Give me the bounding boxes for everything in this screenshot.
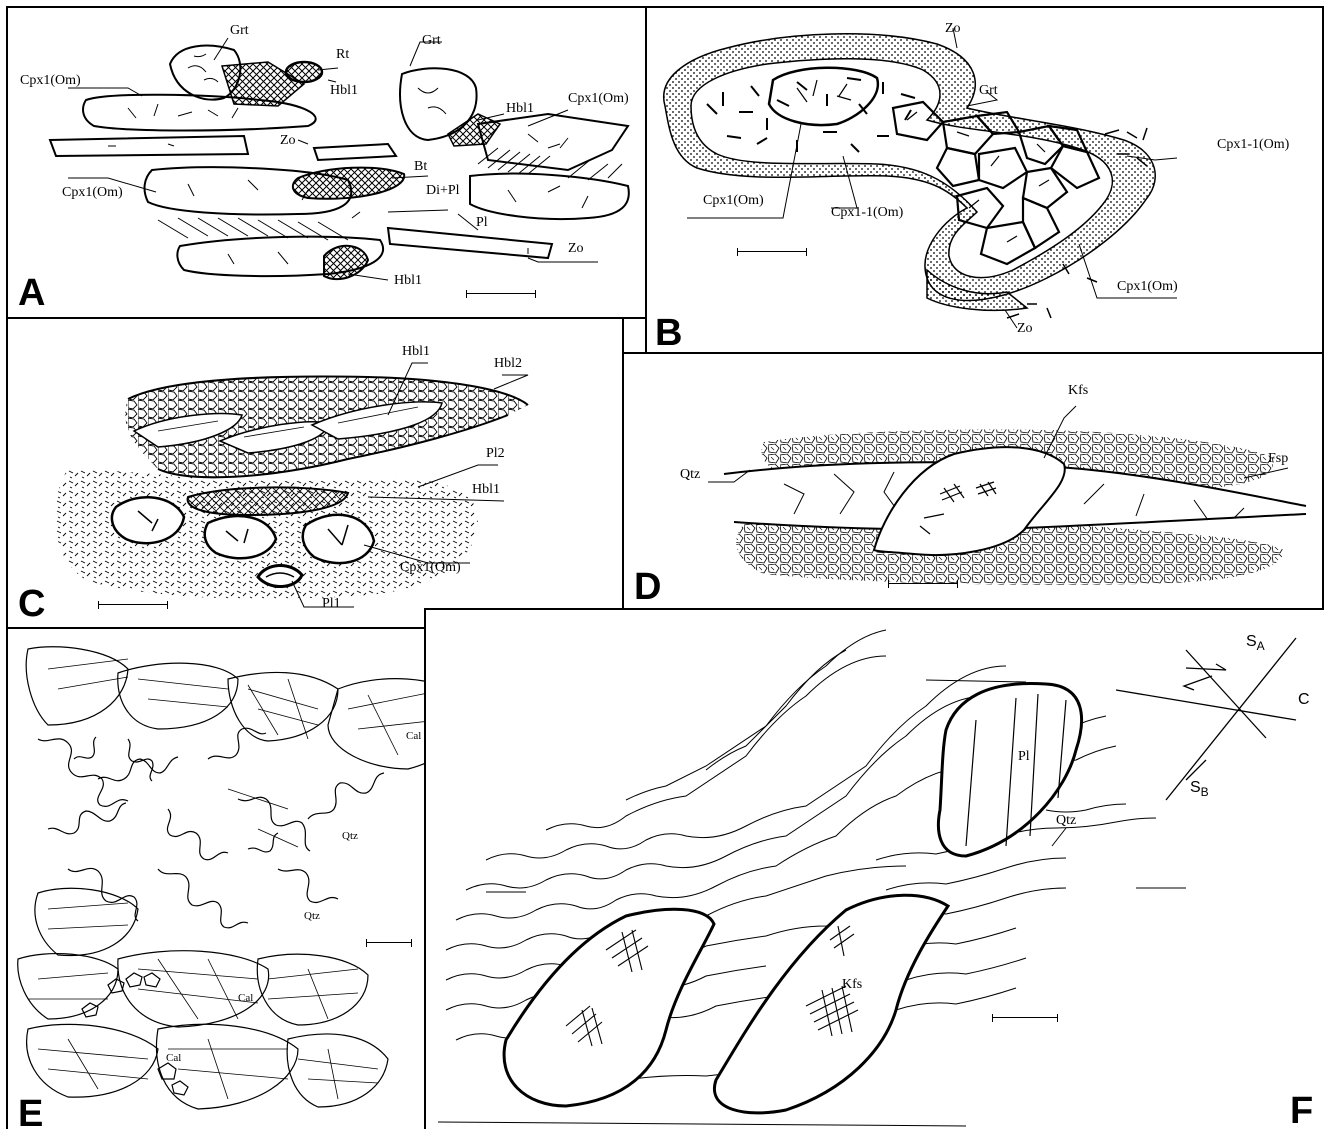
label-bt: Bt bbox=[414, 160, 427, 174]
label-zo-1: Zo bbox=[280, 134, 296, 148]
panel-d-drawing bbox=[624, 354, 1324, 610]
label-pl2: Pl2 bbox=[486, 447, 505, 461]
label-hbl1-1: Hbl1 bbox=[402, 345, 430, 359]
scale-bar-a bbox=[466, 290, 536, 298]
grain-cal-bottom-2 bbox=[18, 954, 118, 1019]
grain-zo-left bbox=[50, 136, 248, 156]
scale-bar-c bbox=[98, 601, 168, 609]
label-pl1: Pl1 bbox=[322, 597, 341, 611]
small-grain-cluster bbox=[82, 973, 188, 1095]
scale-bar-d bbox=[888, 580, 958, 588]
label-kfs: Kfs bbox=[1068, 384, 1088, 398]
label-di-pl: Di+Pl bbox=[426, 184, 460, 198]
label-cal-1: Cal bbox=[406, 731, 421, 742]
label-zo-2: Zo bbox=[1017, 322, 1033, 336]
fabric-c-line bbox=[1116, 690, 1296, 720]
label-cpx1-1-om-2: Cpx1-1(Om) bbox=[831, 206, 903, 220]
panel-label-f: F bbox=[1290, 1092, 1313, 1129]
label-rt: Rt bbox=[336, 48, 349, 62]
grain-cpx1-right bbox=[478, 114, 628, 170]
grain-kfs-1 bbox=[504, 909, 714, 1106]
panel-label-e: E bbox=[18, 1095, 43, 1129]
panel-c: Hbl1 Hbl2 Pl2 Hbl1 Cpx1(Om) Pl1 C bbox=[6, 317, 624, 629]
label-cpx1-om: Cpx1(Om) bbox=[400, 561, 461, 575]
label-qtz: Qtz bbox=[1056, 814, 1076, 828]
label-grt: Grt bbox=[979, 84, 998, 98]
label-cpx1-om-2: Cpx1(Om) bbox=[1117, 280, 1178, 294]
fabric-sa-line bbox=[1166, 638, 1296, 800]
label-cpx1-1-om-1: Cpx1-1(Om) bbox=[1217, 138, 1289, 152]
qtz-sutured-grains bbox=[38, 728, 384, 928]
panel-b-drawing bbox=[647, 8, 1324, 354]
label-qtz-2: Qtz bbox=[304, 911, 320, 922]
label-zo-2: Zo bbox=[568, 242, 584, 256]
label-grt-2: Grt bbox=[422, 34, 441, 48]
panel-f-drawing bbox=[426, 610, 1324, 1129]
label-hbl2: Hbl2 bbox=[494, 357, 522, 371]
grain-kfs-2 bbox=[714, 895, 948, 1113]
panel-f: Pl Qtz Kfs SA C SB F bbox=[424, 608, 1324, 1129]
grain-cal-bottom-3 bbox=[118, 951, 269, 1027]
label-zo-1: Zo bbox=[945, 22, 961, 36]
panel-label-b: B bbox=[655, 314, 682, 352]
grain-cpx1-om-c bbox=[303, 515, 374, 563]
grain-pl1 bbox=[258, 565, 302, 586]
panel-a-drawing bbox=[8, 8, 647, 319]
grain-rt bbox=[286, 62, 322, 82]
label-pl: Pl bbox=[1018, 750, 1030, 764]
panel-c-drawing bbox=[8, 319, 624, 629]
label-hbl1-2: Hbl1 bbox=[472, 483, 500, 497]
label-fsp: Fsp bbox=[1268, 452, 1288, 466]
grain-zo-mid bbox=[314, 144, 396, 160]
label-cal-3: Cal bbox=[166, 1053, 181, 1064]
label-hbl1-3: Hbl1 bbox=[394, 274, 422, 288]
label-cpx1-om-1: Cpx1(Om) bbox=[703, 194, 764, 208]
label-hbl1-1: Hbl1 bbox=[330, 84, 358, 98]
fabric-c-label: C bbox=[1298, 692, 1310, 708]
fabric-sb-label: SB bbox=[1190, 780, 1209, 798]
scale-bar-e bbox=[366, 939, 412, 947]
grain-hbl1-3 bbox=[324, 246, 368, 279]
grain-cal-bottom-5 bbox=[27, 1024, 158, 1097]
panel-label-a: A bbox=[18, 274, 45, 312]
grain-cal-bottom-4 bbox=[257, 954, 368, 1025]
label-pl: Pl bbox=[476, 216, 488, 230]
panel-b: Zo Grt Cpx1-1(Om) Cpx1(Om) Cpx1-1(Om) Cp… bbox=[645, 6, 1324, 354]
panel-label-c: C bbox=[18, 585, 45, 623]
label-cpx1-om-3: Cpx1(Om) bbox=[62, 186, 123, 200]
label-hbl1-2: Hbl1 bbox=[506, 102, 534, 116]
grain-zo-bottom bbox=[388, 228, 552, 258]
grain-cal-top-3 bbox=[228, 672, 338, 741]
label-cpx1-om-1: Cpx1(Om) bbox=[20, 74, 81, 88]
scale-bar-f bbox=[992, 1014, 1058, 1022]
label-kfs: Kfs bbox=[842, 978, 862, 992]
grain-cal-bottom-1 bbox=[35, 888, 138, 955]
label-grt-1: Grt bbox=[230, 24, 249, 38]
grain-cal-top-2 bbox=[118, 663, 238, 729]
fabric-sa-label: SA bbox=[1246, 634, 1265, 652]
panel-label-d: D bbox=[634, 568, 661, 606]
grain-cpx1-right2 bbox=[470, 174, 629, 219]
grain-hbl1-2 bbox=[448, 114, 500, 146]
panel-a: Grt Rt Grt Hbl1 Hbl1 Cpx1(Om) Cpx1(Om) Z… bbox=[6, 6, 647, 319]
panel-d: Kfs Qtz Fsp D bbox=[622, 352, 1324, 610]
label-qtz: Qtz bbox=[680, 468, 700, 482]
label-qtz-1: Qtz bbox=[342, 831, 358, 842]
label-cpx1-om-2: Cpx1(Om) bbox=[568, 92, 629, 106]
label-cal-2: Cal bbox=[238, 993, 253, 1004]
grain-cpx1-om-b bbox=[205, 516, 276, 558]
scale-bar-b bbox=[737, 248, 807, 256]
